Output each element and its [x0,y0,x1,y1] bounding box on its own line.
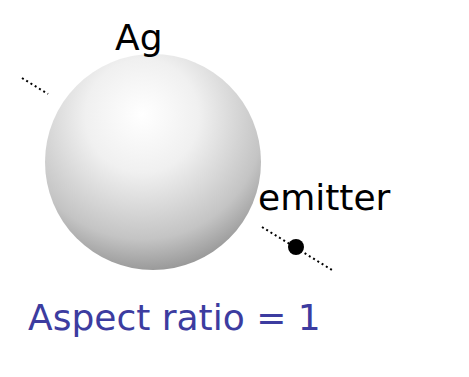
aspect-ratio-label: Aspect ratio = 1 [28,298,321,338]
material-label: Ag [115,18,162,58]
emitter-label: emitter [258,178,390,218]
emitter-dot [288,239,304,255]
silver-sphere [45,54,261,270]
